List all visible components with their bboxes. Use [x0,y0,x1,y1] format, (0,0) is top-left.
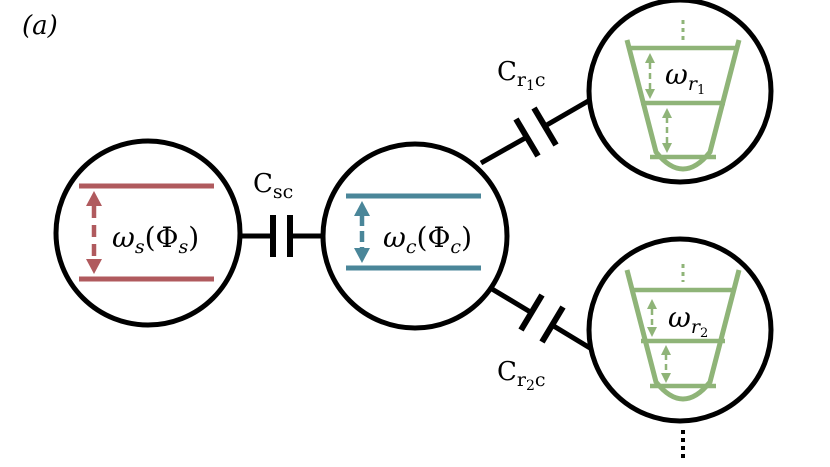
resonator2-circle [586,236,774,424]
coupler-paren-open: ( [417,221,428,254]
resonator2-potential-well [624,269,742,402]
wire-coupler-resonator1 [479,97,592,166]
sensor-phi: Φ [156,221,179,254]
resonator2-label: ωr2 [668,301,708,341]
sensor-paren-open: ( [145,221,156,254]
resonator1-label: ωr1 [665,58,705,98]
coupler-transition-arrow [354,201,370,263]
resonator2-subsub: 2 [700,326,708,341]
resonator1-potential-well [624,39,742,172]
coupler-omega: ω [383,221,406,254]
coupler-paren-close: ) [461,221,472,254]
resonator2-node: ωr2 [586,236,774,424]
capacitor-r1c-sub-b: 1 [526,78,535,94]
capacitor-sc-label: Csc [253,169,293,203]
resonator2-omega: ω [668,301,691,334]
coupler-omega-sub: c [406,236,417,258]
sensor-node: ωs(Φs) [53,138,243,328]
resonator1-circle [586,0,774,185]
sensor-phi-sub: s [179,236,189,258]
resonator2-sub: r [691,316,702,338]
wire-coupler-resonator2 [490,286,592,351]
capacitor-r2c-sub-c: c [535,369,546,391]
capacitor-sc [270,215,293,257]
resonator2-transition-arrow-lower [661,345,671,383]
capacitor-r1c-main: C [497,57,517,87]
resonator1-omega: ω [665,58,688,91]
capacitor-r1c-sub-c: c [535,69,546,91]
resonator1-subsub: 1 [697,83,705,98]
resonator1-sub: r [688,73,699,95]
coupler-phi-sub: c [450,236,461,258]
capacitor-r2c-sub-a: r [517,369,527,391]
capacitor-r2c-sub-b: 2 [526,378,535,394]
resonator2-transition-arrow-upper [647,299,657,337]
coupler-label: ωc(Φc) [383,221,472,258]
sensor-omega-sub: s [135,236,145,258]
coupler-node: ωc(Φc) [320,141,510,331]
resonator1-transition-arrow-upper [645,53,655,99]
capacitor-r2c-label: Cr2c [497,357,546,394]
coupler-circle [320,141,510,331]
coupler-phi: Φ [427,221,450,254]
sensor-label: ωs(Φs) [112,221,199,258]
capacitor-r1c-label: Cr1c [497,57,546,94]
capacitor-r2c [518,293,566,344]
resonator1-transition-arrow-lower [662,108,672,153]
sensor-omega: ω [112,221,135,254]
panel-label: (a) [22,11,58,41]
capacitor-sc-main: C [253,169,273,199]
capacitor-r1c-sub-a: r [517,69,527,91]
capacitor-sc-sub: sc [273,181,293,203]
sensor-paren-close: ) [188,221,199,254]
capacitor-r2c-main: C [497,357,517,387]
sensor-transition-arrow [86,191,102,274]
resonator1-node: ωr1 [586,0,774,185]
capacitor-r1c [513,106,559,158]
